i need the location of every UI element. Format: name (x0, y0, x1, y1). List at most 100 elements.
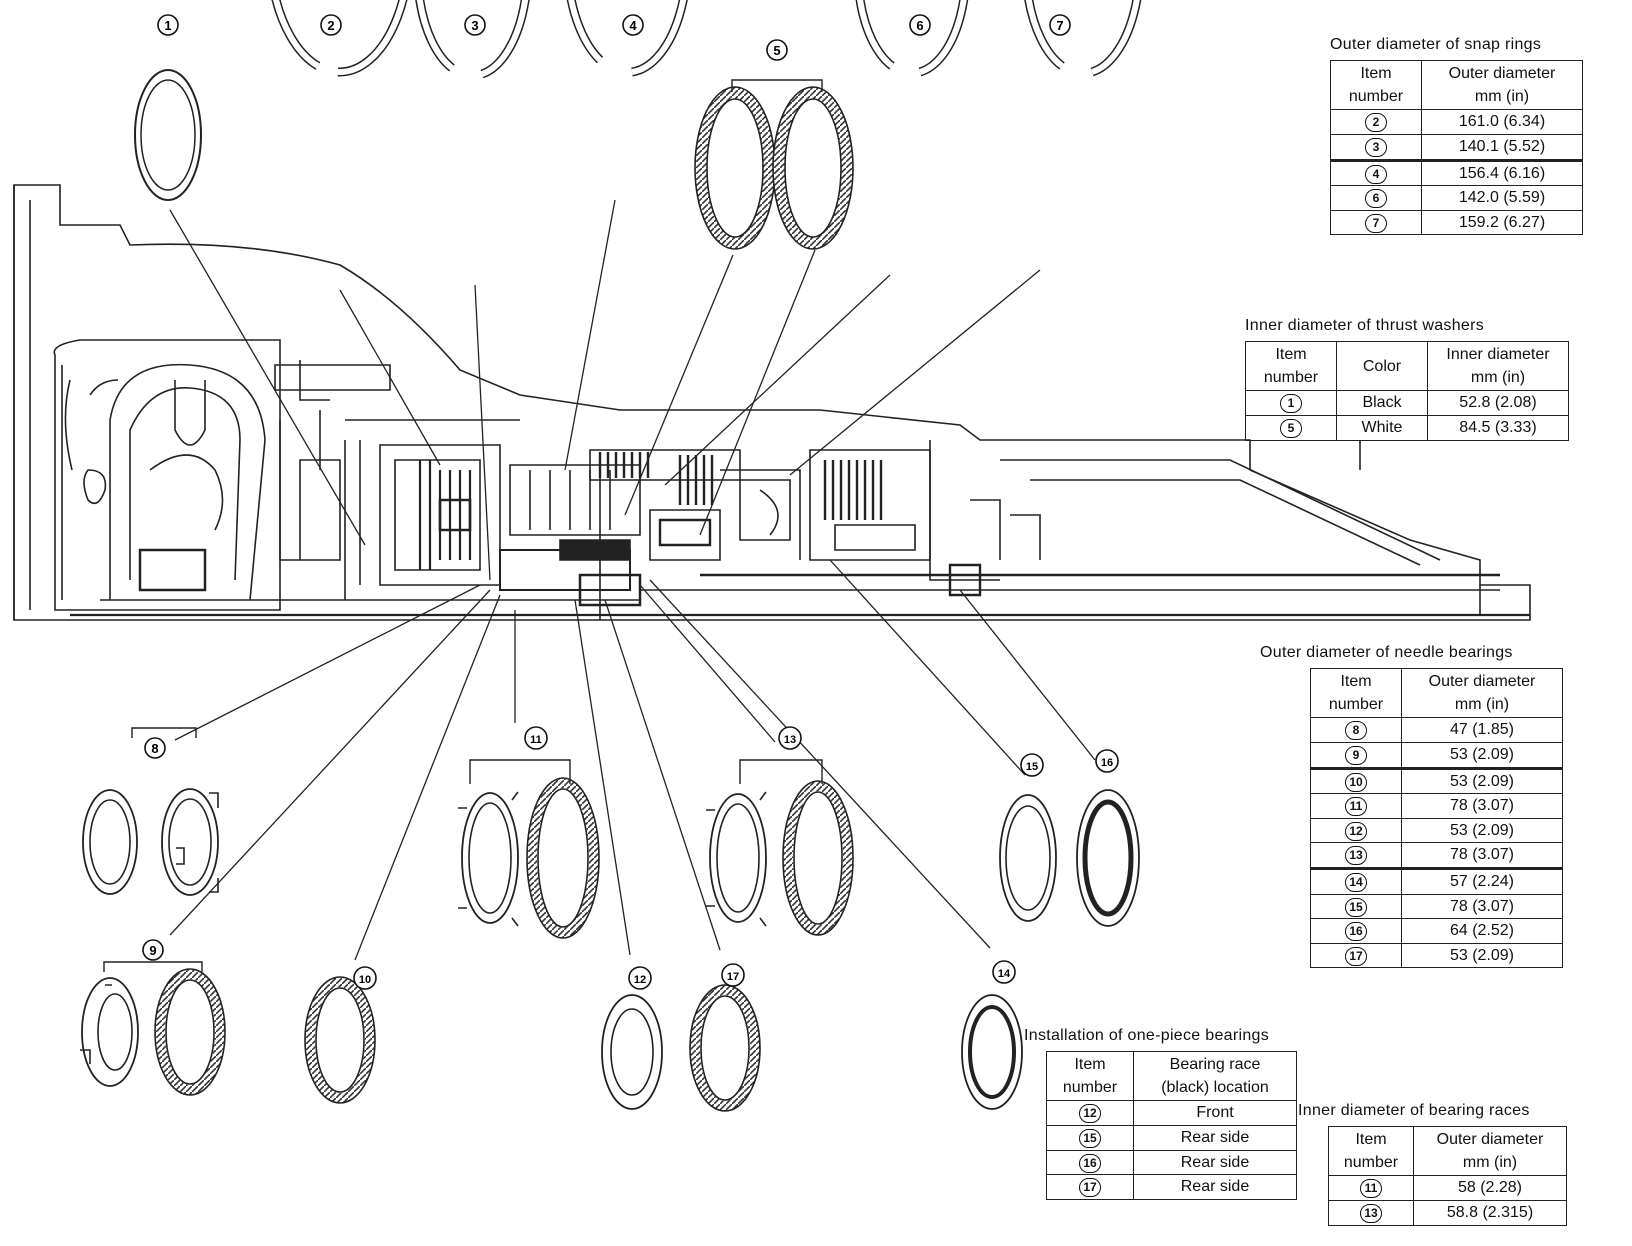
value-cell: 57 (2.24) (1401, 866, 1563, 895)
value-cell: 53 (2.09) (1401, 741, 1563, 769)
callout-3-text: 3 (471, 18, 478, 33)
part-1-thrust-washer (134, 69, 202, 201)
callout-13: 13 (778, 726, 802, 750)
value-cell: 156.4 (6.16) (1421, 158, 1583, 187)
item-cell: 17 (1310, 942, 1402, 969)
part-15-bearing (999, 794, 1057, 922)
item-cell: 9 (1310, 741, 1402, 769)
callout-6-text: 6 (916, 18, 923, 33)
thrust-washers-header-value: Inner diameter mm (in) (1427, 340, 1569, 392)
leader-lines (169, 199, 1096, 961)
callout-10-text: 10 (359, 974, 371, 986)
callout-1: 1 (157, 14, 179, 36)
thrust-washers-title: Inner diameter of thrust washers (1245, 317, 1485, 334)
callout-17: 17 (721, 963, 745, 987)
one-piece-header-item: Item number (1046, 1050, 1134, 1102)
snap-rings-header-item: Item number (1330, 59, 1422, 111)
item-cell: 1 (1245, 390, 1337, 416)
snap-rings-title: Outer diameter of snap rings (1330, 36, 1542, 53)
snap-rings-table-block: Outer diameter of snap rings Item number… (1330, 36, 1583, 236)
callout-4: 4 (622, 14, 644, 36)
value-cell: 142.0 (5.59) (1421, 185, 1583, 211)
value-cell: 78 (3.07) (1401, 793, 1563, 819)
item-cell: 10 (1310, 766, 1402, 795)
bearing-parts (80, 727, 1140, 1112)
bearing-races-title: Inner diameter of bearing races (1298, 1102, 1530, 1119)
callout-11: 11 (524, 726, 548, 750)
item-cell: 2 (1330, 109, 1422, 135)
callout-12: 12 (628, 966, 652, 990)
part-17-bearing (689, 984, 761, 1112)
value-cell: 64 (2.52) (1401, 918, 1563, 944)
callout-12-text: 12 (634, 974, 646, 986)
item-cell: 13 (1328, 1199, 1414, 1226)
callout-4-text: 4 (629, 18, 637, 33)
part-7-snap-ring (1024, 0, 1142, 77)
part-9-bearing-race-pair (80, 961, 226, 1096)
item-cell: 3 (1330, 133, 1422, 161)
callout-7: 7 (1049, 14, 1071, 36)
value-cell: 47 (1.85) (1401, 717, 1563, 743)
bearing-races-header-item: Item number (1328, 1125, 1414, 1177)
value-cell: 53 (2.09) (1401, 817, 1563, 844)
one-piece-bearings-table-block: Installation of one-piece bearings Item … (1024, 1027, 1297, 1200)
part-2-snap-ring (271, 0, 408, 77)
item-cell: 5 (1245, 414, 1337, 441)
item-cell: 14 (1310, 866, 1402, 895)
value-cell: Rear side (1133, 1124, 1297, 1151)
callout-2-text: 2 (327, 18, 334, 33)
one-piece-bearings-table: Item number Bearing race (black) locatio… (1046, 1050, 1297, 1200)
item-cell: 7 (1330, 209, 1422, 236)
needle-bearings-table-block: Outer diameter of needle bearings Item n… (1260, 644, 1563, 969)
item-cell: 15 (1310, 893, 1402, 920)
item-cell: 6 (1330, 185, 1422, 211)
part-4-snap-ring (566, 0, 688, 77)
callout-7-text: 7 (1056, 18, 1063, 33)
value-cell: 161.0 (6.34) (1421, 109, 1583, 135)
part-5-thrust-washer-pair (694, 86, 854, 250)
callout-14: 14 (992, 960, 1016, 984)
value-cell: 58 (2.28) (1413, 1175, 1567, 1201)
item-cell: 11 (1310, 793, 1402, 819)
thrust-washers-header-item: Item number (1245, 340, 1337, 392)
one-piece-bearings-title: Installation of one-piece bearings (1024, 1027, 1270, 1044)
callout-1-text: 1 (164, 18, 171, 33)
part-10-needle-bearing (304, 976, 376, 1104)
item-cell: 12 (1046, 1100, 1134, 1126)
value-cell: 52.8 (2.08) (1427, 390, 1569, 416)
item-cell: 13 (1310, 842, 1402, 869)
snap-ring-parts (134, 0, 1142, 250)
callout-labels: 1 2 3 4 5 6 7 8 9 10 11 12 13 14 15 16 1… (142, 14, 1119, 990)
value-cell: 84.5 (3.33) (1427, 414, 1569, 441)
callout-10: 10 (353, 966, 377, 990)
color-cell: White (1336, 414, 1428, 441)
item-cell: 12 (1310, 817, 1402, 844)
thrust-washers-table-block: Inner diameter of thrust washers Item nu… (1245, 317, 1569, 441)
callout-2: 2 (320, 14, 342, 36)
callout-15: 15 (1020, 753, 1044, 777)
value-cell: 78 (3.07) (1401, 842, 1563, 869)
callout-13-text: 13 (784, 734, 796, 746)
one-piece-header-value: Bearing race (black) location (1133, 1050, 1297, 1102)
value-cell: 140.1 (5.52) (1421, 133, 1583, 161)
part-11-bearing-race-pair (458, 759, 600, 939)
needle-bearings-header-value: Outer diameter mm (in) (1401, 667, 1563, 719)
